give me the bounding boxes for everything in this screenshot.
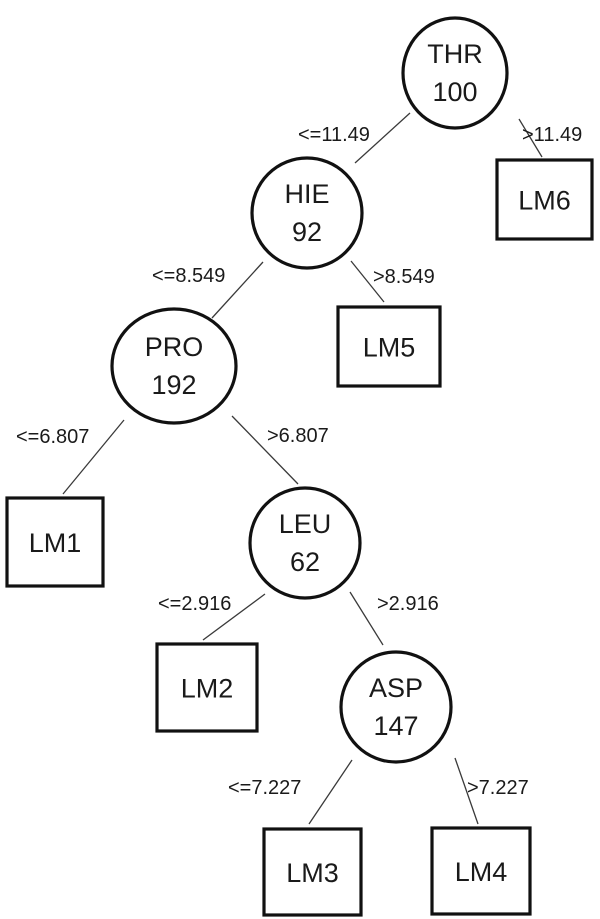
leaf-node-box bbox=[495, 158, 594, 241]
edge-hie-lm5 bbox=[350, 260, 385, 303]
edge-condition-label-hie-pro: <=8.549 bbox=[152, 265, 225, 287]
split-node-circle bbox=[339, 650, 453, 764]
split-node-leu: LEU 62 bbox=[248, 486, 362, 600]
edge-condition-label-thr-lm6: >11.49 bbox=[522, 124, 582, 146]
edge-condition-label-leu-asp: >2.916 bbox=[377, 593, 439, 615]
edge-pro-lm1 bbox=[62, 419, 125, 495]
leaf-node-lm2: LM2 bbox=[155, 642, 259, 733]
leaf-node-lm1: LM1 bbox=[5, 496, 105, 588]
edge-asp-lm3 bbox=[308, 759, 353, 825]
leaf-node-lm5: LM5 bbox=[336, 305, 442, 388]
split-node-pro: PRO 192 bbox=[110, 307, 238, 425]
leaf-node-label: LM3 bbox=[286, 858, 339, 888]
edge-leu-lm2 bbox=[202, 593, 266, 641]
edge-thr-lm6 bbox=[518, 118, 543, 158]
edge-leu-asp bbox=[349, 591, 384, 646]
split-node-thr: THR 100 bbox=[401, 16, 509, 130]
edge-condition-label-asp-lm4: >7.227 bbox=[467, 777, 529, 799]
edge-condition-label-pro-lm1: <=6.807 bbox=[16, 426, 89, 448]
edge-condition-label-hie-lm5: >8.549 bbox=[373, 266, 435, 288]
leaf-node-box bbox=[262, 827, 363, 917]
split-node-circle bbox=[250, 156, 364, 270]
split-node-attribute: THR bbox=[427, 39, 483, 69]
leaf-node-box bbox=[5, 496, 105, 588]
leaf-node-lm6: LM6 bbox=[495, 158, 594, 241]
edge-thr-hie bbox=[354, 112, 411, 164]
leaf-node-lm4: LM4 bbox=[430, 826, 532, 916]
split-node-attribute: LEU bbox=[279, 509, 332, 539]
split-node-value: 192 bbox=[151, 370, 196, 400]
split-node-value: 147 bbox=[373, 711, 418, 741]
leaf-node-label: LM4 bbox=[455, 857, 508, 887]
leaf-node-box bbox=[430, 826, 532, 916]
split-node-circle bbox=[401, 16, 509, 130]
leaf-node-label: LM1 bbox=[29, 528, 82, 558]
edge-asp-lm4 bbox=[454, 757, 479, 825]
leaf-node-label: LM2 bbox=[181, 674, 234, 704]
leaf-node-label: LM5 bbox=[363, 333, 416, 363]
split-node-value: 62 bbox=[290, 547, 320, 577]
leaf-node-box bbox=[336, 305, 442, 388]
edge-pro-leu bbox=[231, 415, 299, 485]
leaf-node-lm3: LM3 bbox=[262, 827, 363, 917]
edge-hie-pro bbox=[211, 261, 264, 319]
split-node-value: 100 bbox=[432, 77, 477, 107]
edge-condition-label-thr-hie: <=11.49 bbox=[298, 124, 370, 146]
leaf-node-box bbox=[155, 642, 259, 733]
edge-condition-label-pro-leu: >6.807 bbox=[267, 425, 329, 447]
split-node-attribute: HIE bbox=[284, 179, 329, 209]
edge-condition-label-asp-lm3: <=7.227 bbox=[228, 777, 301, 799]
leaf-node-label: LM6 bbox=[518, 186, 571, 216]
split-node-value: 92 bbox=[292, 217, 322, 247]
split-node-asp: ASP 147 bbox=[339, 650, 453, 764]
split-node-circle bbox=[110, 307, 238, 425]
split-node-attribute: ASP bbox=[369, 673, 423, 703]
split-node-attribute: PRO bbox=[145, 332, 204, 362]
edge-condition-label-leu-lm2: <=2.916 bbox=[158, 593, 231, 615]
split-node-hie: HIE 92 bbox=[250, 156, 364, 270]
split-node-circle bbox=[248, 486, 362, 600]
